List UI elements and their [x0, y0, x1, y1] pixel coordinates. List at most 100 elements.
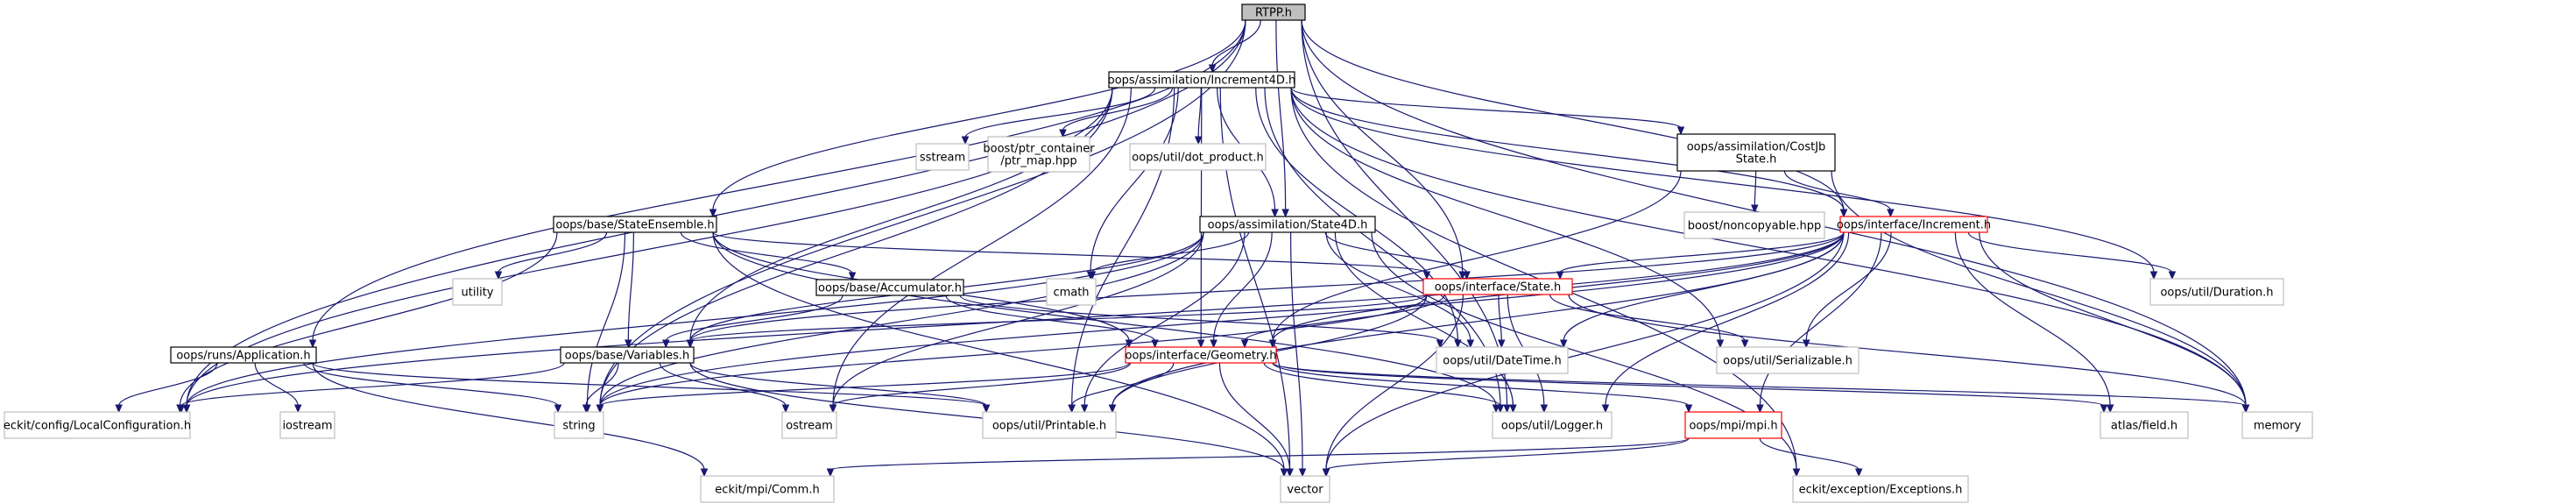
node-box — [560, 346, 695, 364]
edge-line — [627, 231, 634, 342]
edge-arrowhead — [596, 404, 604, 414]
edge-arrowhead — [1322, 468, 1330, 478]
edge-line — [1324, 231, 1468, 273]
node-label: atlas/field.h — [2111, 420, 2177, 433]
edge-arrowhead — [1108, 404, 1117, 414]
node-label: oops/base/Accumulator.h — [818, 282, 962, 295]
node-box — [1241, 4, 1306, 21]
node-box — [1436, 346, 1569, 374]
edge-inc4d-to-ptrmap — [1059, 87, 1174, 138]
node-label: oops/assimilation/State4D.h — [1208, 219, 1368, 232]
node-box — [452, 278, 503, 306]
edge-line — [303, 362, 559, 407]
edge-increment-to-duration — [1967, 231, 2177, 280]
node-variables[interactable]: oops/base/Variables.h — [560, 346, 695, 364]
edge-arrowhead — [1194, 136, 1203, 146]
edge-variables-to-ostream — [659, 362, 790, 414]
node-box — [554, 411, 604, 439]
edge-costjb-to-noncopy — [1751, 170, 1759, 214]
edge-line — [1200, 87, 1203, 342]
edge-state4d-to-vector — [1290, 231, 1307, 478]
edge-inc4d-to-increment — [1290, 87, 1848, 218]
node-dotprod: oops/util/dot_product.h — [1129, 143, 1267, 171]
edge-line — [1559, 231, 1845, 273]
edge-arrowhead — [848, 272, 857, 281]
edge-arrowhead — [115, 404, 123, 414]
edge-arrowhead — [625, 339, 632, 349]
node-logger: oops/util/Logger.h — [1492, 411, 1613, 439]
edge-app-to-iostream — [254, 362, 302, 414]
edge-arrowhead — [2100, 404, 2108, 414]
edge-line — [1783, 170, 1892, 211]
node-comm: eckit/mpi/Comm.h — [700, 475, 835, 503]
edge-arrowhead — [1080, 404, 1089, 414]
node-label: sstream — [920, 152, 965, 165]
edge-line — [1967, 231, 2173, 273]
node-label: oops/interface/Geometry.h — [1125, 350, 1276, 363]
node-label: oops/mpi/mpi.h — [1689, 420, 1777, 433]
node-memory: memory — [2241, 411, 2313, 439]
node-box — [987, 136, 1090, 173]
edge-line — [1325, 437, 1690, 471]
node-layer: RTPP.h oops/assimilation/Increment4D.h sst… — [4, 4, 2313, 503]
node-box — [1716, 346, 1860, 374]
edge-mpi-to-vector — [1322, 437, 1690, 478]
node-box — [1280, 475, 1330, 503]
edge-line — [829, 437, 1690, 471]
edge-costjb-to-geometry — [1268, 170, 1682, 349]
node-box — [553, 216, 717, 233]
node-duration: oops/util/Duration.h — [2149, 278, 2284, 306]
node-geometry[interactable]: oops/interface/Geometry.h — [1125, 346, 1277, 364]
edge-arrowhead — [1756, 404, 1764, 414]
edge-geometry-to-logger — [1263, 362, 1505, 414]
edge-costjb-to-increment — [1783, 170, 1895, 218]
node-box — [4, 411, 191, 439]
edge-arrowhead — [1887, 209, 1895, 218]
node-accum[interactable]: oops/base/Accumulator.h — [815, 279, 964, 296]
edge-line — [599, 19, 1246, 407]
node-label: oops/util/Serializable.h — [1723, 355, 1853, 368]
node-datetime: oops/util/DateTime.h — [1436, 346, 1569, 374]
node-box — [982, 411, 1117, 439]
node-mpi[interactable]: oops/mpi/mpi.h — [1684, 411, 1782, 439]
node-rtpp[interactable]: RTPP.h — [1241, 4, 1306, 21]
edge-line — [1213, 231, 1273, 342]
edge-arrowhead — [1559, 339, 1568, 349]
edge-state4d-to-printable — [1080, 231, 1246, 414]
edge-state-to-datetime — [1497, 294, 1506, 349]
node-label: utility — [462, 287, 494, 300]
node-label: oops/assimilation/CostJb — [1687, 141, 1826, 154]
edge-line — [959, 295, 1441, 342]
node-state4d[interactable]: oops/assimilation/State4D.h — [1199, 216, 1376, 233]
edge-arrowhead — [1751, 204, 1759, 214]
edge-state4d-to-geometry — [1210, 231, 1273, 349]
edge-line — [689, 362, 987, 407]
node-app[interactable]: oops/runs/Application.h — [170, 346, 317, 364]
edge-arrowhead — [709, 209, 717, 218]
edge-arrowhead — [700, 468, 709, 478]
edge-line — [712, 231, 1497, 407]
node-label: oops/base/StateEnsemble.h — [555, 219, 714, 232]
edge-rtpp-to-state4d — [1275, 19, 1289, 218]
node-label: oops/util/Printable.h — [992, 420, 1106, 433]
edge-line — [1568, 294, 2247, 407]
node-localconf: eckit/config/LocalConfiguration.h — [4, 411, 191, 439]
edge-arrowhead — [1503, 404, 1511, 414]
edge-line — [498, 231, 608, 273]
edge-arrowhead — [1422, 271, 1431, 280]
edge-line — [1244, 294, 1445, 342]
node-increment[interactable]: oops/interface/Increment.h — [1837, 216, 1991, 233]
node-state[interactable]: oops/interface/State.h — [1422, 278, 1573, 295]
node-string: string — [554, 411, 604, 439]
edge-inc4d-to-serial — [1290, 87, 1725, 349]
node-box — [1792, 475, 1969, 503]
edge-state-to-serial — [1549, 294, 1749, 349]
edge-arrowhead — [1059, 129, 1067, 138]
node-inc4d[interactable]: oops/assimilation/Increment4D.h — [1108, 71, 1296, 89]
node-stateens[interactable]: oops/base/StateEnsemble.h — [553, 216, 717, 233]
edge-stateens-to-state — [712, 231, 1431, 280]
node-box — [2100, 411, 2189, 439]
edge-line — [1091, 231, 1250, 273]
node-box — [915, 143, 970, 171]
